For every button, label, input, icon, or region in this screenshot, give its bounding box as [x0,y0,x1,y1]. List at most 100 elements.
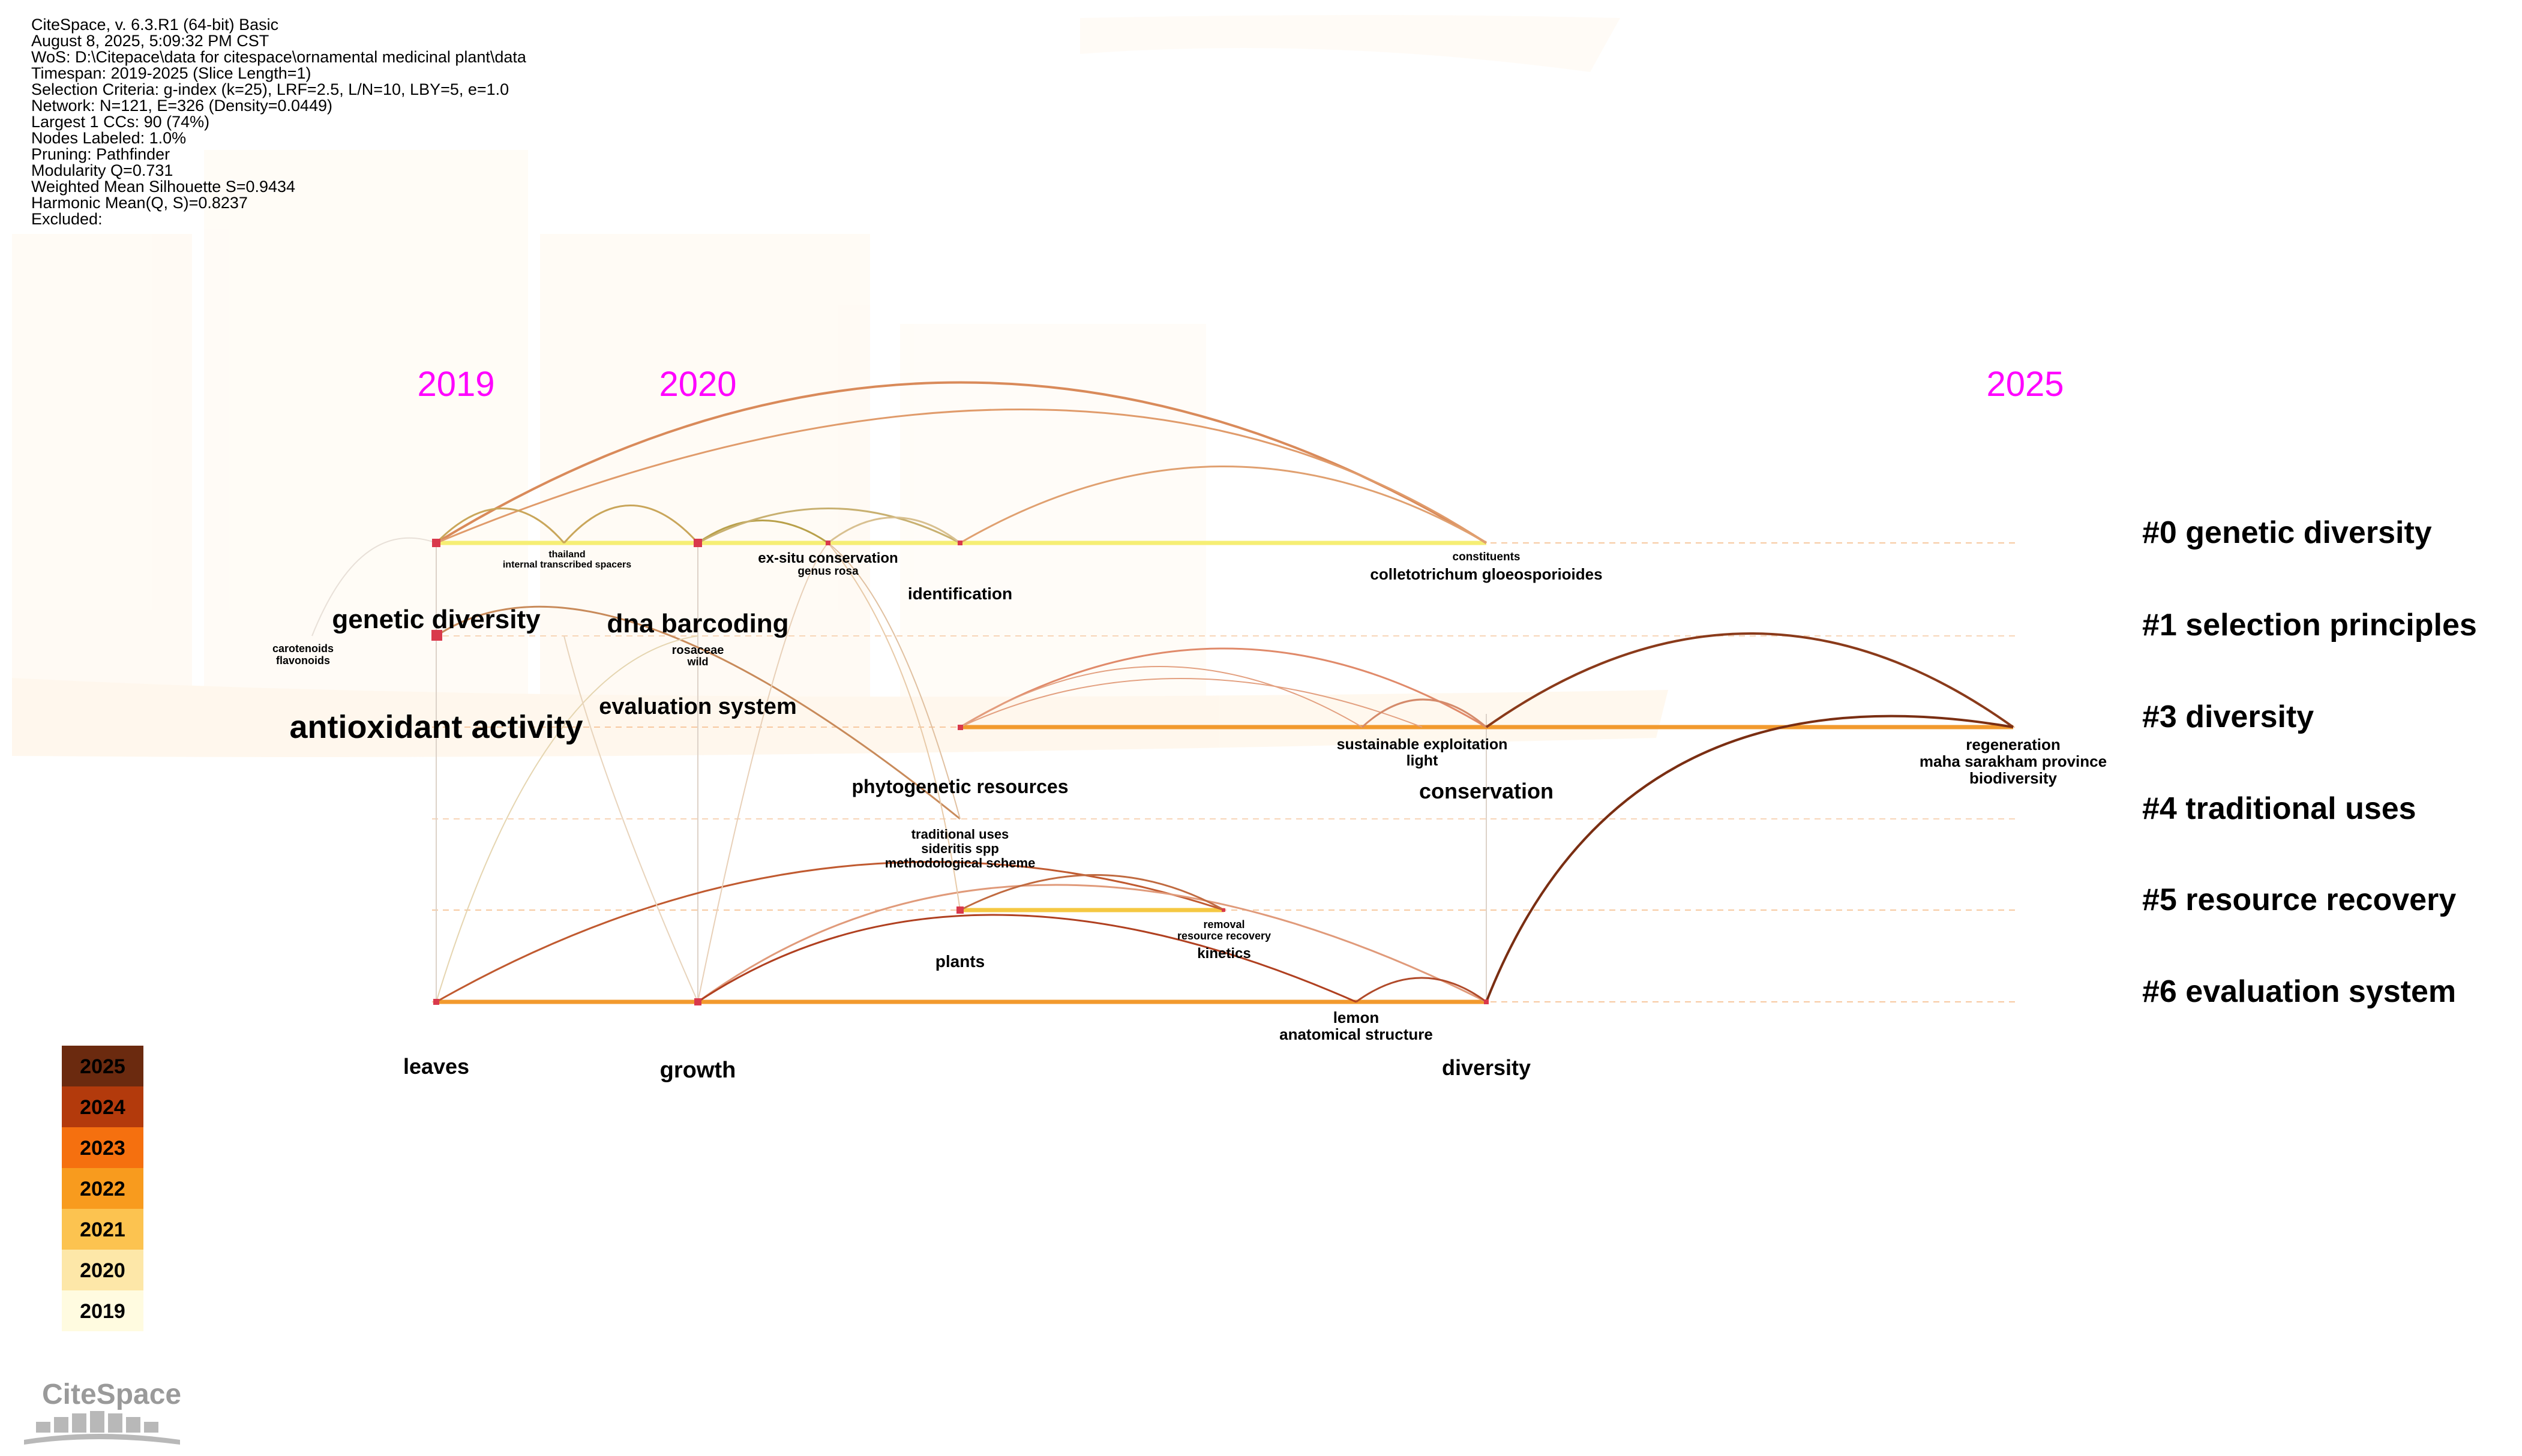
legend-swatch [62,1046,143,1086]
info-line: Pruning: Pathfinder [31,145,170,163]
keyword-label: sideritis spp [921,841,999,856]
keyword-node[interactable] [431,630,442,641]
citation-arc [959,666,1363,728]
logo-bars-icon [24,1411,180,1445]
citation-arc [563,505,699,544]
keyword-label: conservation [1419,779,1554,803]
citation-arc [959,466,1487,544]
keyword-label: light [1407,752,1438,769]
cluster-label[interactable]: #3 diversity [2142,700,2314,734]
citation-arc [959,678,1423,728]
cluster-labels: #0 genetic diversity #1 selection princi… [2142,515,2477,1009]
keyword-label: genetic diversity [332,605,541,634]
cluster-label[interactable]: #5 resource recovery [2142,882,2456,917]
year-legend: 2025 2024 2023 2022 2021 2020 2019 [62,1046,143,1331]
info-line: Selection Criteria: g-index (k=25), LRF=… [31,80,509,98]
keyword-label: kinetics [1197,945,1250,962]
keyword-label: flavonoids [276,655,330,667]
cluster-label[interactable]: #4 traditional uses [2142,791,2416,826]
citation-arc [827,542,961,819]
info-line: Excluded: [31,210,103,228]
keyword-label: regeneration [1966,735,2061,753]
citation-arc [697,884,1487,1003]
keyword-label: identification [908,584,1012,603]
legend-year: 2019 [80,1300,125,1323]
keyword-node[interactable] [958,725,963,730]
citation-arc [435,508,565,544]
logo-text: CiteSpace [42,1379,181,1410]
year-label: 2019 [417,365,494,404]
citation-arc [1361,698,1487,728]
keyword-label: removal [1203,918,1244,930]
citation-arc [436,409,1487,544]
info-line: Modularity Q=0.731 [31,161,173,179]
year-axis: 2019 2020 2025 [417,365,2064,404]
keyword-label: ex-situ conservation [758,550,898,566]
keyword-node[interactable] [826,541,830,545]
info-line: August 8, 2025, 5:09:32 PM CST [31,32,269,50]
legend-year: 2025 [80,1055,125,1078]
legend-year: 2024 [80,1096,125,1119]
keyword-label: antioxidant activity [289,709,583,745]
background-watermark [12,15,1668,757]
keyword-label: growth [660,1058,736,1083]
citation-arc [563,635,698,1002]
citation-arc [697,520,829,544]
info-line: Weighted Mean Silhouette S=0.9434 [31,178,295,196]
keyword-label: constituents [1453,551,1521,563]
citation-arc [436,861,1225,1003]
citation-arc [697,542,829,1002]
keyword-label: diversity [1442,1055,1531,1080]
citation-arc [435,381,1488,544]
keyword-node[interactable] [1222,908,1225,912]
info-line: Largest 1 CCs: 90 (74%) [31,113,209,131]
keyword-node[interactable] [1484,999,1489,1004]
keyword-label: anatomical structure [1279,1025,1433,1043]
year-label: 2020 [659,365,736,404]
citation-arc [311,537,437,637]
legend-year: 2021 [80,1218,125,1241]
citation-arc [959,874,1225,911]
keyword-label: methodological scheme [885,855,1036,870]
citation-arc [1485,715,2014,1002]
legend-swatch [62,1209,143,1250]
citation-arc [827,517,961,544]
keyword-label: plants [935,952,985,971]
vertical-connectors [436,543,1487,1002]
keyword-node[interactable] [433,999,439,1005]
keyword-nodes [431,539,1489,1005]
info-line: CiteSpace, v. 6.3.R1 (64-bit) Basic [31,16,278,34]
cluster-label[interactable]: #0 genetic diversity [2142,515,2432,550]
legend-swatch [62,1168,143,1209]
keyword-node[interactable] [956,906,964,914]
citation-arcs [311,381,2014,1003]
citation-arc [436,605,961,820]
citation-arc [827,542,961,911]
keyword-label: thailand [548,550,585,560]
year-label: 2025 [1986,365,2064,404]
keyword-label: traditional uses [911,827,1009,842]
keyword-label: wild [687,656,709,668]
citation-arc [1485,632,2014,728]
legend-year: 2023 [80,1137,125,1160]
keyword-label: rosaceae [672,644,724,657]
citation-arc [697,914,1357,1003]
legend-swatch [62,1127,143,1168]
info-block: CiteSpace, v. 6.3.R1 (64-bit) Basic Augu… [31,16,527,228]
info-line: Nodes Labeled: 1.0% [31,129,186,147]
legend-swatch [62,1290,143,1331]
keyword-node[interactable] [432,539,440,547]
legend-year: 2022 [80,1178,125,1200]
citation-arc [436,635,698,1002]
cluster-label[interactable]: #6 evaluation system [2142,974,2456,1009]
keyword-node[interactable] [694,998,701,1005]
keyword-label: dna barcoding [607,609,788,638]
keyword-labels: thailand internal transcribed spacers ex… [272,550,2107,1083]
cluster-label[interactable]: #1 selection principles [2142,608,2477,643]
keyword-node[interactable] [958,541,962,545]
keyword-node[interactable] [694,539,702,547]
keyword-label: biodiversity [1969,769,2057,787]
legend-swatch [62,1086,143,1127]
keyword-label: colletotrichum gloeosporioides [1370,565,1602,583]
